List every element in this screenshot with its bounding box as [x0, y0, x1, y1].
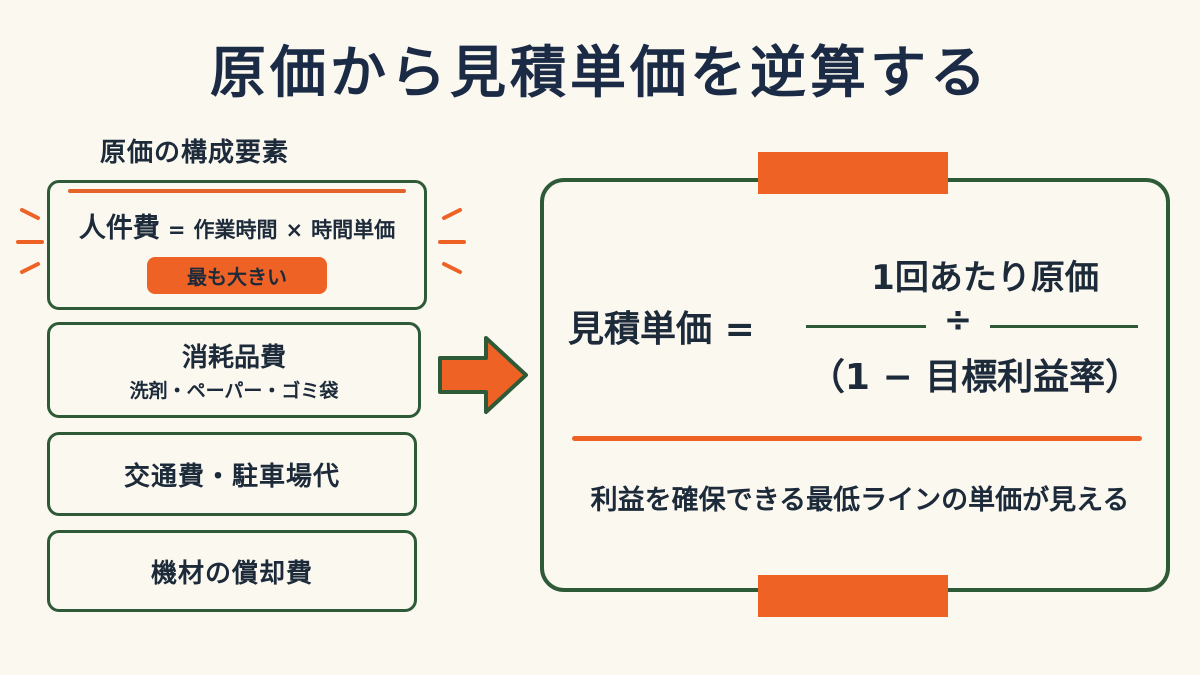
right-arrow-icon	[438, 336, 528, 414]
panel-tab-bottom	[758, 575, 948, 617]
cost-section-label: 原価の構成要素	[100, 138, 290, 168]
largest-badge: 最も大きい	[147, 257, 327, 294]
equipment-name: 機材の償却費	[150, 558, 313, 589]
transport-name: 交通費・駐車場代	[123, 461, 340, 492]
formula-numerator: 1回あたり原価	[871, 258, 1099, 298]
emphasis-burst-left-icon	[16, 208, 44, 274]
labor-times: ×	[285, 218, 304, 242]
formula-divide: ÷	[943, 300, 973, 340]
formula-equals: =	[724, 309, 755, 350]
labor-accent-line	[68, 189, 406, 193]
labor-cost-card: 人件費 = 作業時間 × 時間単価 最も大きい	[47, 180, 427, 310]
emphasis-burst-right-icon	[438, 208, 466, 274]
labor-formula: 人件費 = 作業時間 × 時間単価	[79, 206, 395, 245]
equipment-cost-card: 機材の償却費	[47, 530, 417, 612]
formula-denominator: （1 − 目標利益率）	[808, 357, 1142, 398]
supplies-examples: 洗剤・ペーパー・ゴミ袋	[129, 380, 339, 402]
labor-term-rate: 時間単価	[311, 218, 396, 242]
labor-equals: =	[167, 218, 186, 242]
supplies-cost-card: 消耗品費 洗剤・ペーパー・ゴミ袋	[47, 322, 421, 418]
formula-divider-rule	[572, 436, 1142, 441]
formula-note: 利益を確保できる最低ラインの単価が見える	[590, 485, 1130, 516]
supplies-name: 消耗品費	[181, 343, 286, 373]
labor-term-hours: 作業時間	[193, 218, 278, 242]
page-title: 原価から見積単価を逆算する	[210, 41, 990, 106]
transport-cost-card: 交通費・駐車場代	[47, 432, 417, 516]
labor-name: 人件費	[78, 213, 160, 244]
formula-lhs-term: 見積単価	[568, 309, 713, 350]
formula-lhs: 見積単価 =	[568, 300, 755, 352]
fraction-bar-left	[806, 325, 926, 328]
panel-tab-top	[758, 152, 948, 194]
fraction-bar-right	[990, 325, 1138, 328]
